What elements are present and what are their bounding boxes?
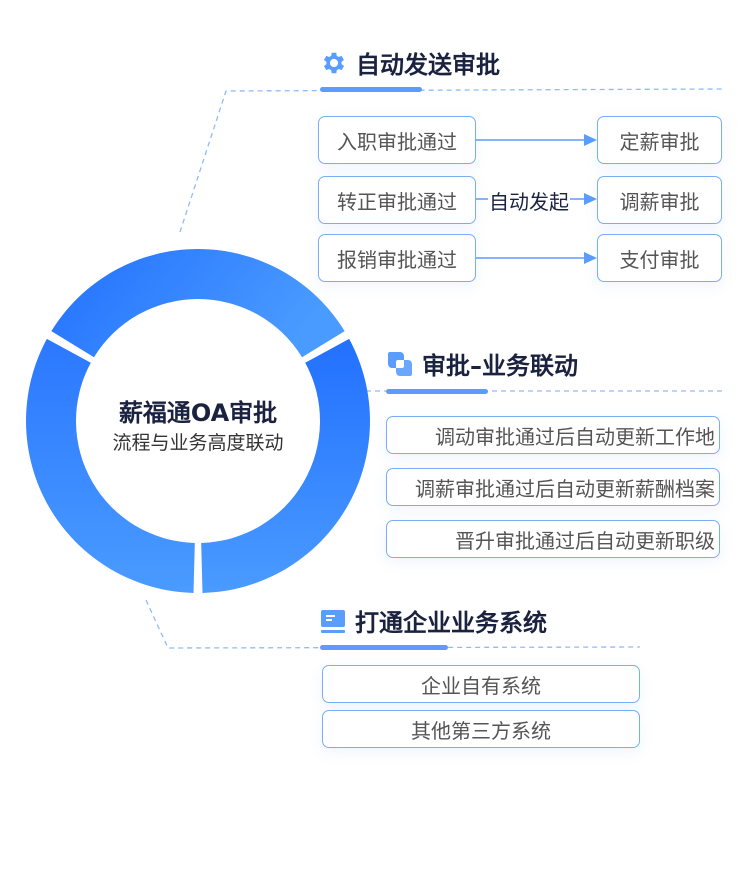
section-title-text: 审批–业务联动 xyxy=(422,352,578,380)
linkage-item: 调动审批通过后自动更新工作地 xyxy=(386,416,720,454)
center-subtitle: 流程与业务高度联动 xyxy=(112,432,284,454)
system-item: 其他第三方系统 xyxy=(322,710,640,748)
flow-target-box: 定薪审批 xyxy=(597,116,722,164)
flow-target-box: 支付审批 xyxy=(597,234,722,282)
section-auto-approval-title: 自动发送审批 xyxy=(320,45,500,80)
section-linkage-title: 审批–业务联动 xyxy=(386,346,578,381)
system-icon xyxy=(319,607,347,635)
flow-arrow-3 xyxy=(476,252,597,264)
section-title-text: 自动发送审批 xyxy=(356,51,500,79)
center-title: 薪福通OA审批 xyxy=(118,399,278,427)
ring-graphic xyxy=(25,249,370,593)
ring-segment-left xyxy=(25,338,195,593)
flow-source-box: 报销审批通过 xyxy=(318,234,476,282)
flow-connector-label: 自动发起 xyxy=(488,186,570,215)
section-underline xyxy=(386,389,488,394)
flow-arrow-1 xyxy=(476,134,597,146)
linkage-item: 调薪审批通过后自动更新薪酬档案 xyxy=(386,468,720,506)
linkage-item: 晋升审批通过后自动更新职级 xyxy=(386,520,720,558)
section-systems-title: 打通企业业务系统 xyxy=(319,603,547,638)
center-ring: 薪福通OA审批 流程与业务高度联动 xyxy=(25,248,371,594)
flow-source-box: 转正审批通过 xyxy=(318,176,476,224)
section-underline xyxy=(320,645,448,650)
ring-segment-top xyxy=(51,249,345,358)
system-item: 企业自有系统 xyxy=(322,665,640,703)
flow-source-box: 入职审批通过 xyxy=(318,116,476,164)
gear-icon xyxy=(320,49,348,77)
section-underline xyxy=(320,87,422,92)
section-title-text: 打通企业业务系统 xyxy=(355,609,547,637)
link-icon xyxy=(386,350,414,378)
flow-target-box: 调薪审批 xyxy=(597,176,722,224)
ring-segment-right xyxy=(201,338,370,593)
